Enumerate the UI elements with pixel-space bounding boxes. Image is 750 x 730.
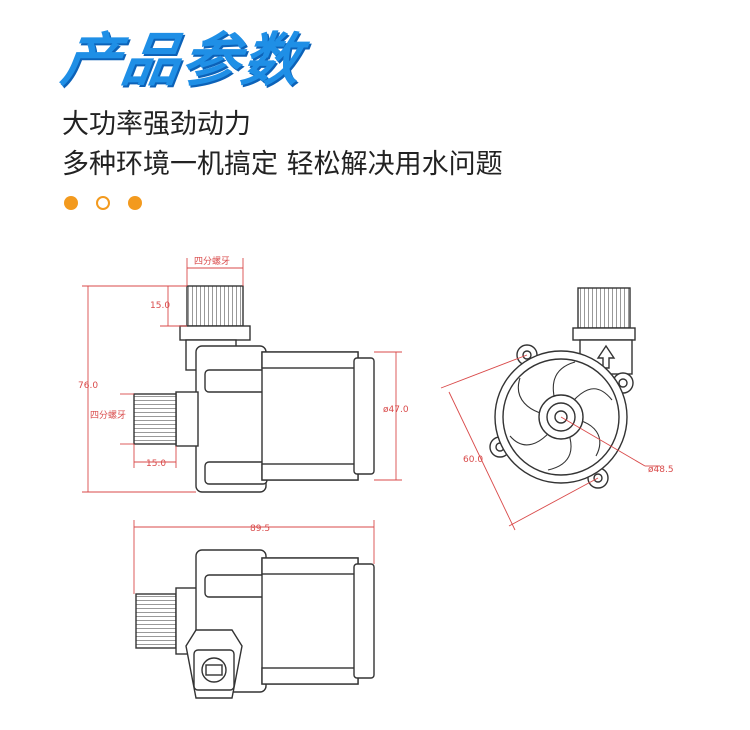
decor-dot-2 [96,196,110,210]
side-view [133,285,375,493]
decor-dot-3 [128,196,142,210]
label-top-thread-len: 15.0 [150,301,170,311]
label-side-thread-len: 15.0 [146,459,166,469]
label-thread-side: 四分螺牙 [90,410,126,421]
bottom-view [135,549,375,699]
front-view-labels: 60.0 ø48.5 [463,455,674,475]
motor-body [261,351,359,481]
front-outlet-thread [577,287,631,329]
label-impeller-diameter: ø48.5 [648,465,674,475]
front-view-dimensions [440,354,660,531]
bottom-view-labels: 89.5 [250,524,270,534]
subtitle-line-1: 大功率强劲动力 [62,109,251,140]
label-flange-span: 60.0 [463,455,483,465]
label-body-diameter: ø47.0 [383,405,409,415]
front-view [489,287,636,489]
label-total-height: 76.0 [78,381,98,391]
side-inlet-thread [133,393,177,445]
bottom-motor-body [261,557,359,685]
side-view-labels: 四分螺牙 15.0 76.0 ø47.0 四分螺牙 15.0 [78,256,409,469]
bottom-view-dimensions [133,520,375,594]
side-view-dimensions [82,258,402,493]
bottom-inlet-thread [135,593,177,649]
top-outlet-nut [179,325,251,341]
label-total-length: 89.5 [250,524,270,534]
inlet-nut [175,391,199,447]
subtitle-line-2: 多种环境一机搞定 轻松解决用水问题 [62,149,503,180]
label-thread-top: 四分螺牙 [194,256,230,267]
motor-end-cap [353,357,375,475]
top-outlet-thread [186,285,244,327]
decor-dot-1 [64,196,78,210]
